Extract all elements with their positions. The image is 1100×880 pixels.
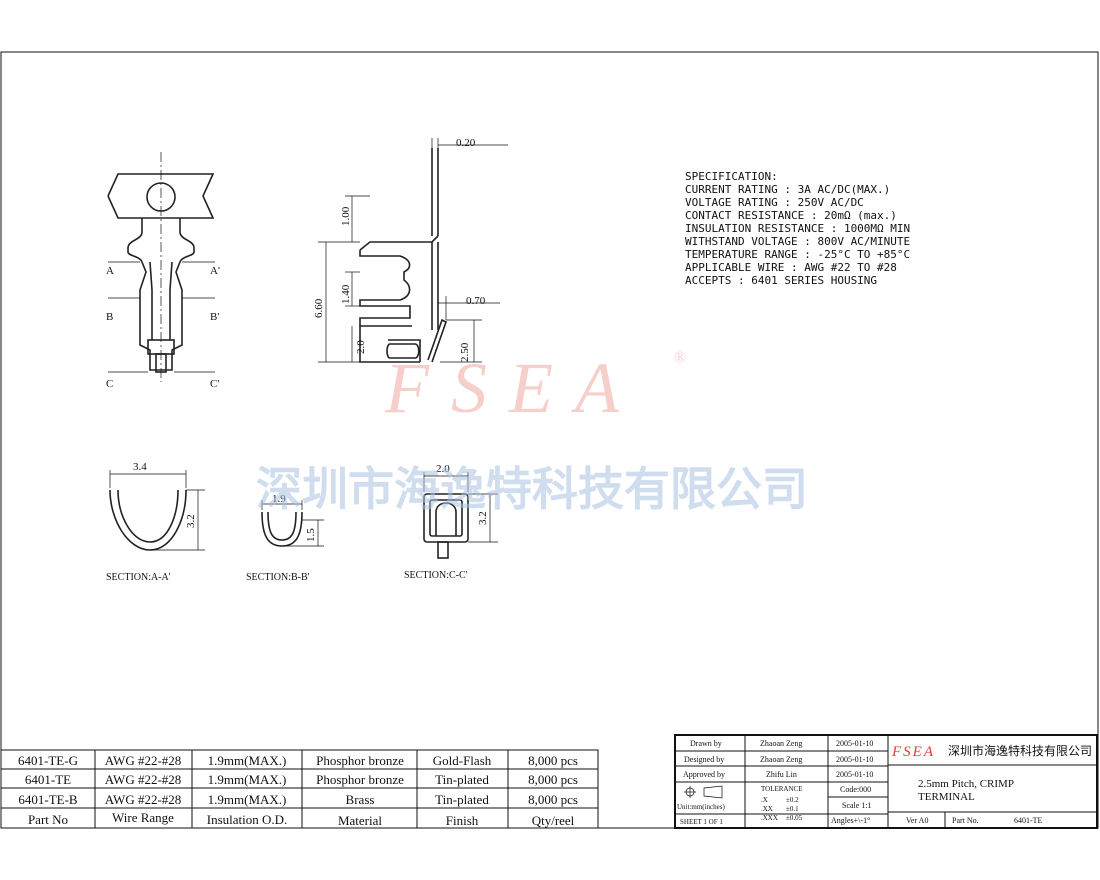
units: Unit:mm(inches) (677, 803, 725, 811)
spec-title: SPECIFICATION: (685, 170, 778, 183)
table-header: Part No (28, 812, 68, 827)
watermark: FSEA ® 深圳市海逸特科技有限公司 (256, 348, 808, 516)
spec-line: WITHSTAND VOLTAGE : 800V AC/MINUTE (685, 235, 910, 248)
marker-c-left: C (106, 378, 113, 390)
table-header: Wire Range (112, 810, 174, 825)
section-b: 1.9 1.5 SECTION:B-B' (246, 493, 324, 583)
table-cell: AWG #22-#28 (105, 753, 182, 768)
table-cell: 1.9mm(MAX.) (208, 753, 287, 768)
dim-6-60: 6.60 (313, 298, 325, 318)
tol-xxx: .XXX (761, 814, 778, 822)
part-no: 6401-TE (1014, 816, 1043, 825)
drawn-label: Drawn by (690, 739, 722, 748)
part-no-label: Part No. (952, 816, 979, 825)
table-header: Finish (446, 813, 479, 828)
designed-label: Designed by (684, 755, 724, 764)
marker-b-left: B (106, 311, 113, 323)
spec-line: INSULATION RESISTANCE : 1000MΩ MIN (685, 222, 910, 235)
company-logo: FSEA (891, 744, 935, 760)
tol-xx-val: ±0.1 (786, 805, 799, 813)
approved-date: 2005-01-10 (836, 770, 873, 779)
sec-c-width: 2.0 (436, 463, 450, 475)
marker-a-right: A' (210, 265, 220, 277)
marker-a-left: A (106, 265, 114, 277)
dim-2-0: 2.0 (355, 340, 367, 354)
table-cell: 1.9mm(MAX.) (208, 792, 287, 807)
scale: Scale 1:1 (842, 801, 872, 810)
side-view: 0.20 6.60 1.00 1.40 2.0 0.70 2.50 (313, 137, 508, 363)
watermark-logo: FSEA (384, 348, 641, 428)
table-cell: 8,000 pcs (528, 792, 578, 807)
sheet-border (0, 51, 1099, 829)
approved-label: Approved by (683, 770, 725, 779)
table-header: Insulation O.D. (207, 812, 288, 827)
spec-line: CONTACT RESISTANCE : 20mΩ (max.) (685, 209, 897, 222)
spec-line: VOLTAGE RATING : 250V AC/DC (685, 196, 864, 209)
specification: SPECIFICATION: CURRENT RATING : 3A AC/DC… (685, 170, 910, 287)
table-cell: 8,000 pcs (528, 753, 578, 768)
table-cell: Tin-plated (435, 792, 489, 807)
table-cell: 6401-TE-G (18, 753, 78, 768)
sec-a-width: 3.4 (133, 461, 147, 473)
table-cell: 6401-TE (25, 772, 71, 787)
marker-b-right: B' (210, 311, 219, 323)
version: Ver A0 (906, 816, 928, 825)
table-cell: 1.9mm(MAX.) (208, 772, 287, 787)
spec-line: APPLICABLE WIRE : AWG #22 TO #28 (685, 261, 897, 274)
dim-0-70: 0.70 (466, 295, 486, 307)
table-cell: AWG #22-#28 (105, 792, 182, 807)
drawing-title-1: 2.5mm Pitch, CRIMP (918, 778, 1014, 790)
spec-line: ACCEPTS : 6401 SERIES HOUSING (685, 274, 877, 287)
marker-c-right: C' (210, 378, 219, 390)
table-cell: Brass (346, 792, 375, 807)
tol-xx: .XX (761, 805, 773, 813)
drawn-name: Zhaoan Zeng (760, 739, 802, 748)
table-cell: Phosphor bronze (316, 753, 404, 768)
sec-a-height: 3.2 (185, 514, 197, 528)
tol-x-val: ±0.2 (786, 796, 799, 804)
drawn-date: 2005-01-10 (836, 739, 873, 748)
dim-1-40: 1.40 (340, 284, 352, 304)
dim-2-50: 2.50 (459, 342, 471, 362)
table-cell: Gold-Flash (433, 753, 492, 768)
spec-line: TEMPERATURE RANGE : -25°C TO +85°C (685, 248, 910, 261)
table-cell: Tin-plated (435, 772, 489, 787)
section-a-label: SECTION:A-A' (106, 572, 171, 583)
watermark-company: 深圳市海逸特科技有限公司 (256, 462, 808, 516)
sec-b-height: 1.5 (305, 528, 317, 542)
code: Code:000 (840, 785, 871, 794)
title-block: Drawn by Zhaoan Zeng 2005-01-10 Designed… (674, 734, 1098, 829)
tol-xxx-val: ±0.05 (786, 814, 803, 822)
spec-line: CURRENT RATING : 3A AC/DC(MAX.) (685, 183, 890, 196)
angles: Angles+\-1° (831, 816, 870, 825)
table-cell: AWG #22-#28 (105, 772, 182, 787)
designed-name: Zhaoan Zeng (760, 755, 802, 764)
company-name: 深圳市海逸特科技有限公司 (948, 743, 1092, 758)
projection-symbol-icon (684, 785, 723, 799)
designed-date: 2005-01-10 (836, 755, 873, 764)
sec-b-width: 1.9 (272, 493, 286, 505)
section-a: 3.4 3.2 SECTION:A-A' (106, 461, 205, 583)
front-view: A A' B B' C C' (106, 152, 220, 390)
section-b-label: SECTION:B-B' (246, 572, 310, 583)
sheet-number: SHEET 1 OF 1 (680, 818, 723, 826)
table-cell: Phosphor bronze (316, 772, 404, 787)
drawing-title-2: TERMINAL (918, 791, 975, 803)
section-c: 2.0 3.2 SECTION:C-C' (404, 463, 498, 581)
table-cell: 8,000 pcs (528, 772, 578, 787)
dim-1-00: 1.00 (340, 206, 352, 226)
dim-thickness: 0.20 (456, 137, 476, 149)
table-header: Qty/reel (532, 813, 575, 828)
watermark-registered: ® (674, 349, 686, 366)
table-cell: 6401-TE-B (18, 792, 78, 807)
tolerance-title: TOLERANCE (761, 785, 802, 793)
table-header: Material (338, 813, 382, 828)
tol-x: .X (761, 796, 768, 804)
approved-name: Zhifu Lin (766, 770, 797, 779)
sec-c-height: 3.2 (477, 511, 489, 525)
parts-table: 6401-TE-G AWG #22-#28 1.9mm(MAX.) Phosph… (0, 749, 599, 829)
section-c-label: SECTION:C-C' (404, 570, 468, 581)
